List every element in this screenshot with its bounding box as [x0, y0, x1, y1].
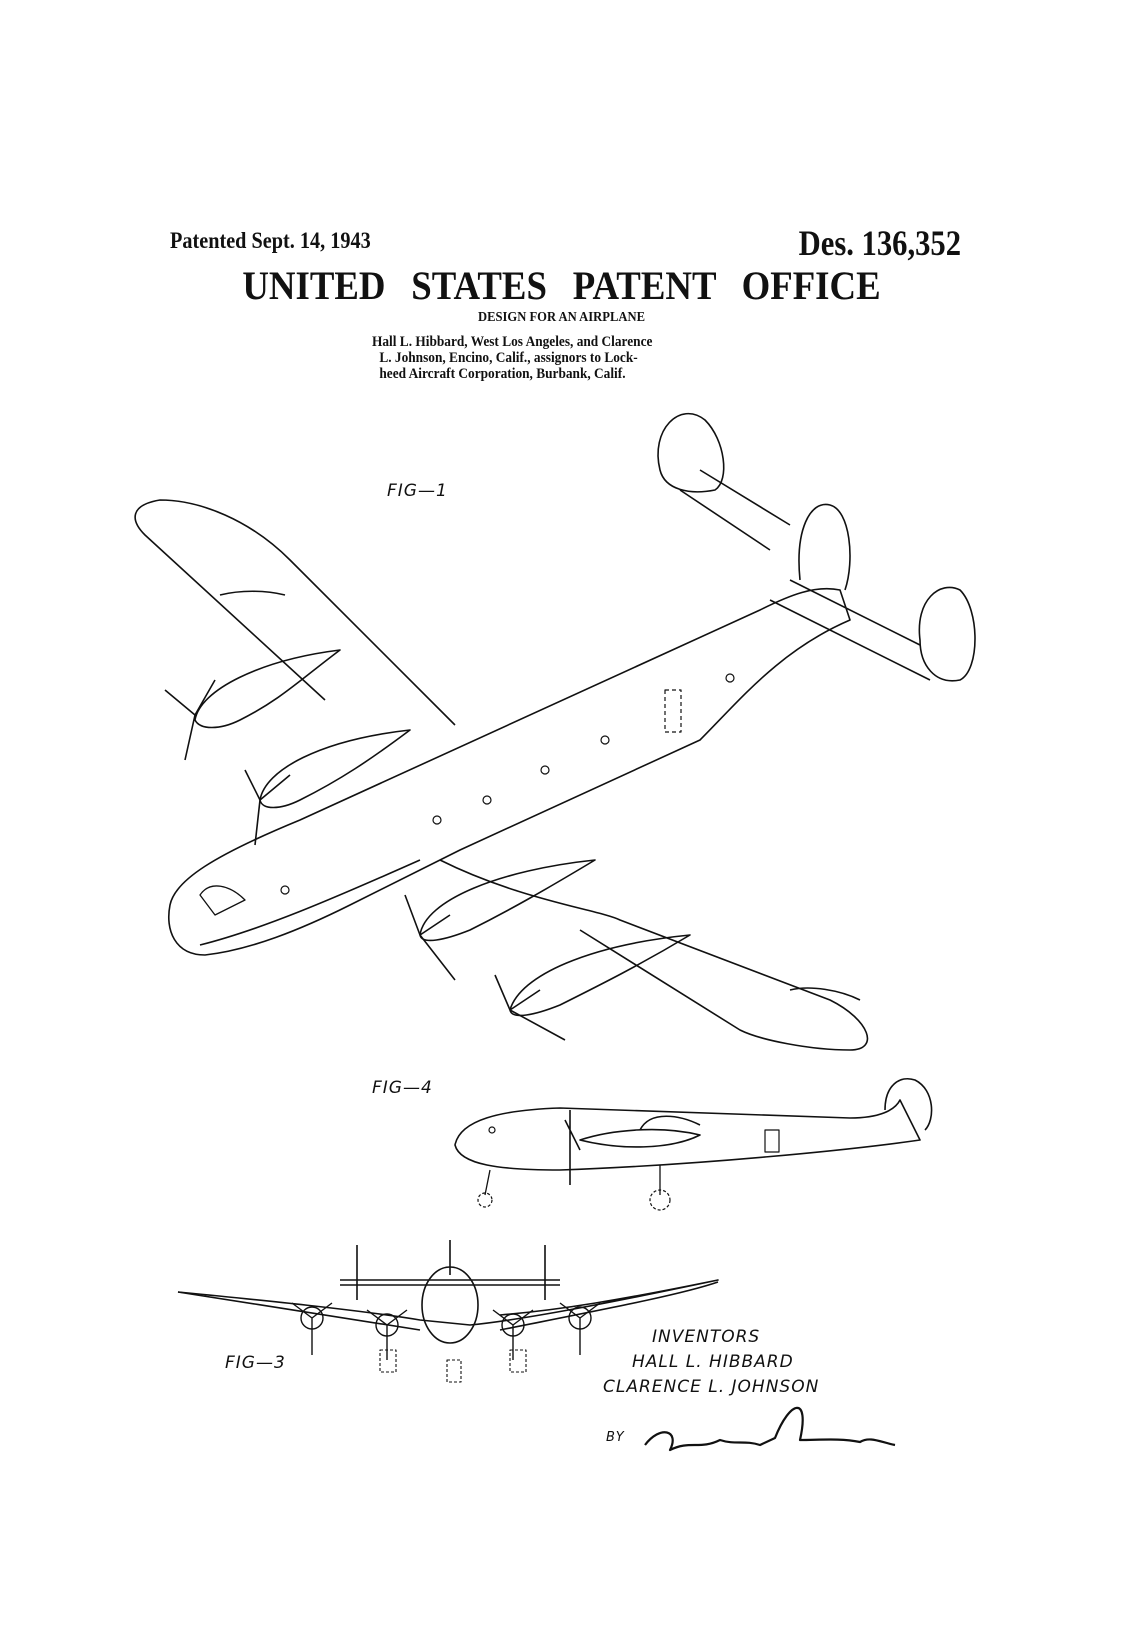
fig4-airplane-drawing: [455, 1079, 932, 1210]
signature-drawing: [645, 1408, 895, 1450]
fig1-airplane-drawing: [135, 414, 975, 1050]
fig4-label: FIG—4: [372, 1078, 433, 1098]
fig1-label: FIG—1: [387, 481, 448, 501]
by-label: BY: [606, 1430, 625, 1445]
inventor-name: HALL L. HIBBARD: [632, 1352, 794, 1372]
inventor-name: CLARENCE L. JOHNSON: [603, 1377, 819, 1397]
fig3-label: FIG—3: [225, 1353, 286, 1373]
inventors-heading: INVENTORS: [652, 1327, 760, 1347]
